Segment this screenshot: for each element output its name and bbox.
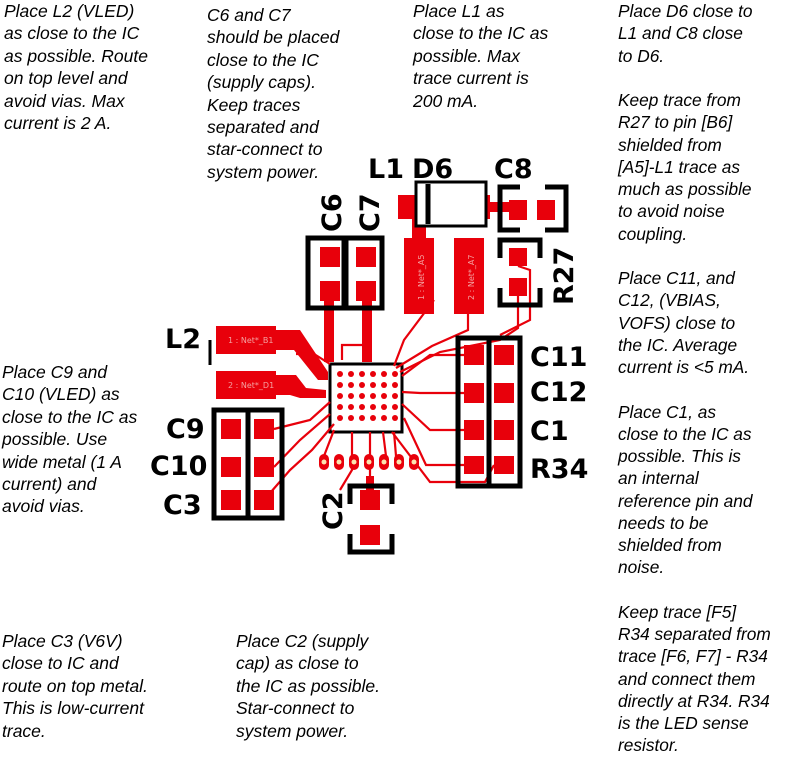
note-c9-c10: Place C9 and C10 (VLED) as close to the …	[2, 362, 138, 517]
note-c2: Place C2 (supply cap) as close to the IC…	[236, 631, 380, 741]
label-c6: C6	[317, 193, 348, 232]
note-c3: Place C3 (V6V) close to IC and route on …	[2, 631, 148, 741]
label-l1: L1	[368, 154, 404, 185]
label-d6: D6	[412, 154, 453, 185]
designators: L1 D6 C8 C6 C7 R27 L2 C11 C12 C1 R34 C9 …	[150, 154, 588, 530]
label-c7: C7	[355, 193, 386, 232]
label-c12: C12	[530, 377, 587, 408]
net-label-l2-pad2: 2 : Net*_D1	[228, 381, 274, 390]
note-l2: Place L2 (VLED) as close to the IC as po…	[4, 1, 148, 134]
net-label-l1-pad2: 2 : Net*_A7	[467, 255, 476, 300]
label-r27: R27	[549, 247, 580, 305]
note-l1: Place L1 as close to the IC as possible.…	[413, 1, 549, 111]
label-c11: C11	[530, 342, 587, 373]
note-right-column: Place D6 close to L1 and C8 close to D6.…	[618, 1, 771, 756]
label-c3: C3	[163, 490, 202, 521]
label-c8: C8	[494, 154, 533, 185]
net-label-l2-pad1: 1 : Net*_B1	[228, 336, 274, 345]
label-c1: C1	[530, 416, 569, 447]
net-labels: 1 : Net*_B1 2 : Net*_D1 1 : Net*_A5 2 : …	[228, 255, 476, 390]
note-c6-c7: C6 and C7 should be placed close to the …	[207, 5, 340, 182]
copper-layer	[216, 195, 555, 545]
label-c2: C2	[318, 491, 349, 530]
silkscreen-layer	[208, 180, 569, 555]
label-l2: L2	[165, 324, 201, 355]
label-r34: R34	[530, 454, 588, 485]
net-label-l1-pad1: 1 : Net*_A5	[417, 255, 426, 300]
label-c9: C9	[166, 414, 205, 445]
label-c10: C10	[150, 451, 207, 482]
